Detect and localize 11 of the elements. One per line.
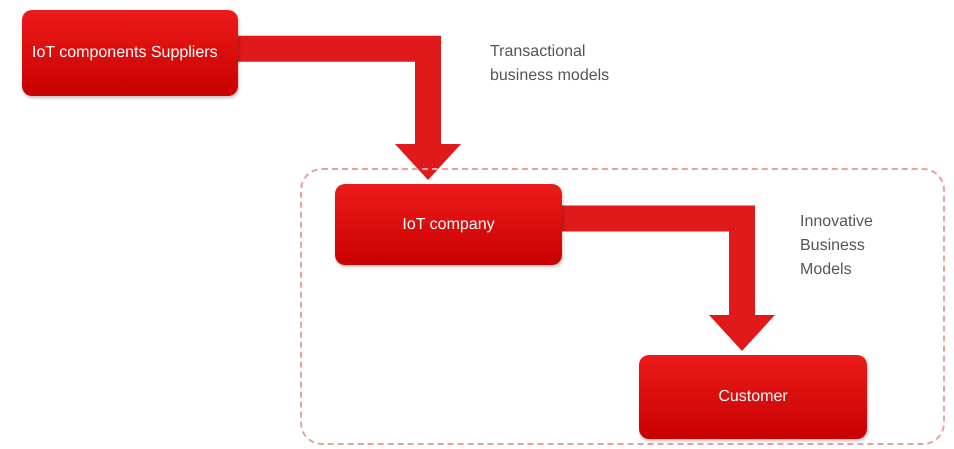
- entity-box: [335, 184, 562, 265]
- box-label: IoT components Suppliers: [32, 43, 218, 63]
- box-label: IoT company: [402, 214, 495, 234]
- edge-label: Innovative Business Models: [800, 212, 874, 280]
- dashed-group-frame: [300, 168, 945, 445]
- entity-box: [22, 10, 238, 96]
- entity-box: [639, 355, 867, 439]
- box-label: Customer: [718, 387, 788, 407]
- bent-arrow: [560, 205, 775, 351]
- bent-arrow: [238, 36, 461, 180]
- edge-label: Transactional business models: [490, 42, 610, 86]
